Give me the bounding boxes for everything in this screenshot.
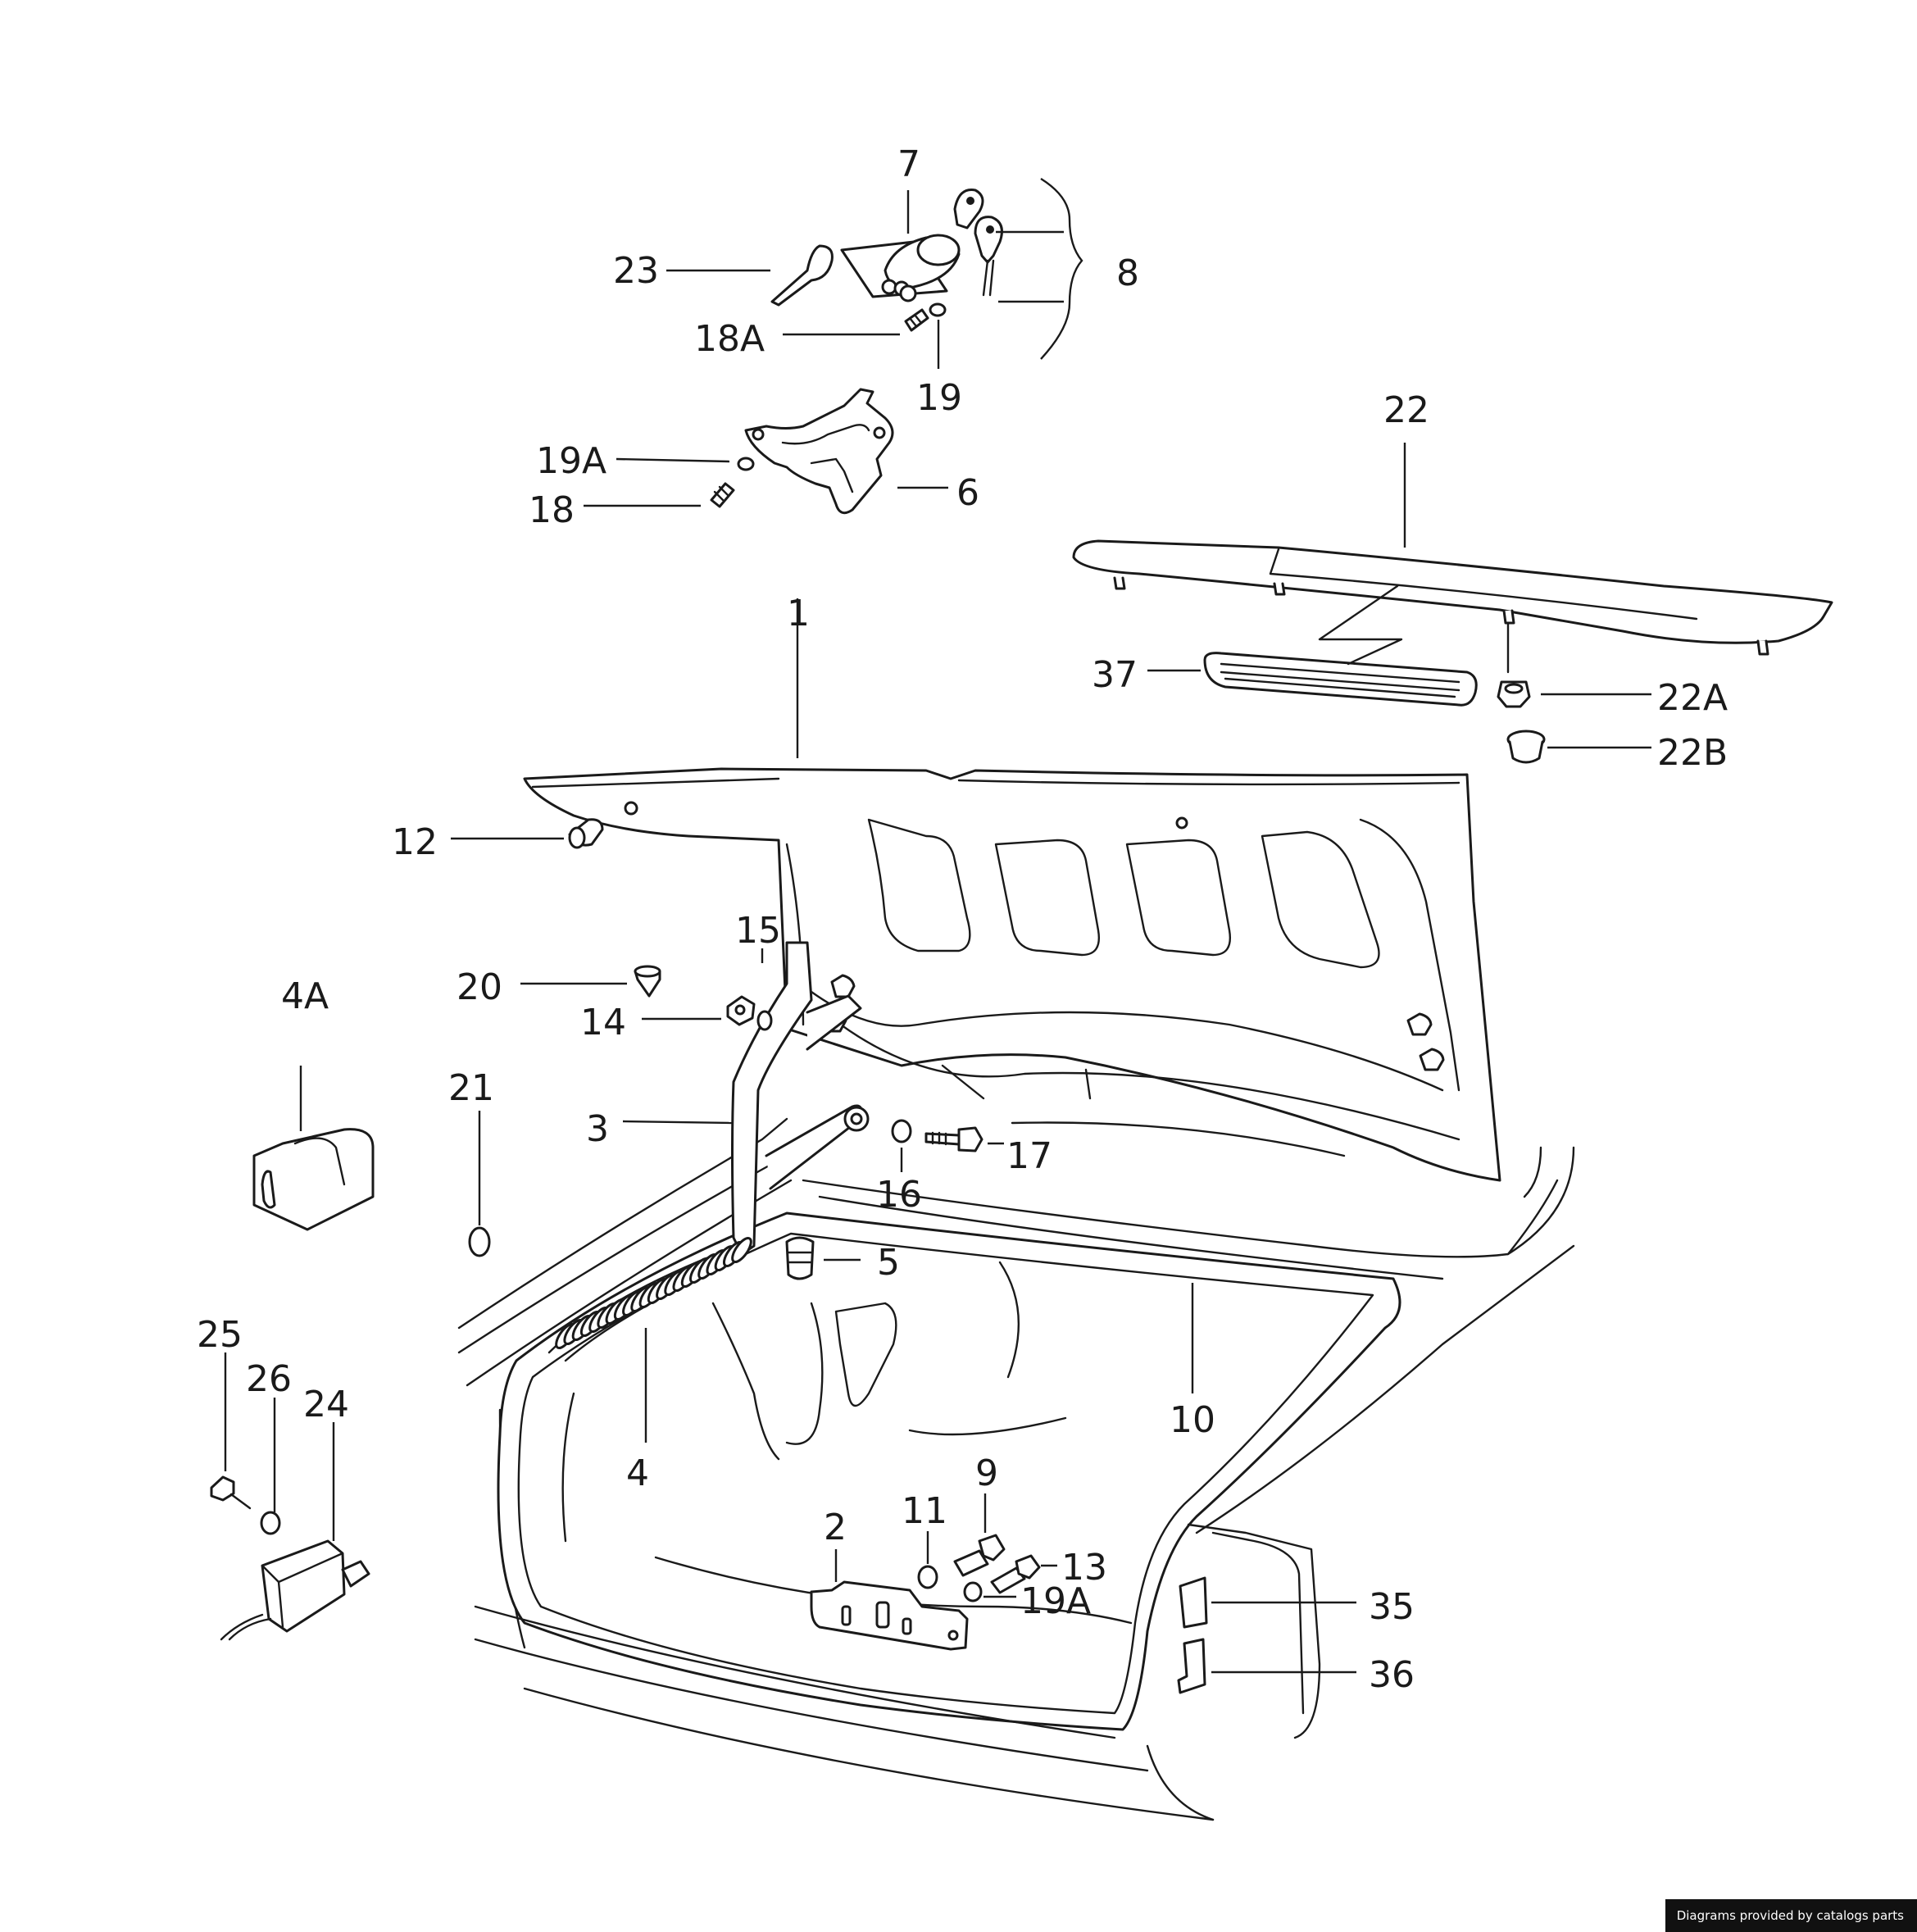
callout-23: 23 bbox=[613, 250, 659, 292]
washer-16 bbox=[891, 1119, 912, 1143]
buffer-5 bbox=[785, 1236, 815, 1280]
callout-4: 4 bbox=[626, 1452, 649, 1494]
callout-26: 26 bbox=[246, 1358, 292, 1400]
callout-2: 2 bbox=[824, 1507, 847, 1548]
callout-37: 37 bbox=[1092, 654, 1138, 696]
lock-cylinder-assembly bbox=[840, 234, 961, 302]
callout-21: 21 bbox=[448, 1067, 494, 1109]
callout-3: 3 bbox=[586, 1108, 609, 1150]
lock-cover-23 bbox=[770, 244, 834, 307]
diagram-credit: Diagrams provided by catalogs parts bbox=[1665, 1899, 1917, 1932]
callout-7: 7 bbox=[897, 143, 920, 185]
callout-19A-top: 19A bbox=[536, 440, 606, 482]
callout-6: 6 bbox=[956, 472, 979, 514]
bolt-18A bbox=[904, 308, 929, 332]
callout-18A: 18A bbox=[694, 318, 765, 360]
callout-15: 15 bbox=[735, 910, 781, 952]
spring-coil bbox=[731, 1237, 752, 1263]
buffer-12 bbox=[568, 818, 604, 849]
callout-16: 16 bbox=[876, 1174, 922, 1216]
trunk-lid-1 bbox=[523, 767, 1501, 1182]
washer-26 bbox=[260, 1511, 281, 1535]
washer-19 bbox=[929, 302, 947, 317]
rear-spoiler-22 bbox=[1072, 539, 1833, 656]
buffer-4A bbox=[252, 1128, 375, 1231]
callout-labels: 7 8 23 18A 19 22 19A 6 18 1 37 22A 22B 1… bbox=[197, 143, 1728, 1696]
callout-35: 35 bbox=[1369, 1586, 1415, 1628]
callout-5: 5 bbox=[877, 1242, 900, 1284]
callout-8: 8 bbox=[1116, 252, 1139, 294]
callout-19: 19 bbox=[916, 377, 962, 419]
key-set bbox=[953, 188, 1003, 297]
callout-24: 24 bbox=[303, 1384, 349, 1425]
callout-12: 12 bbox=[392, 821, 438, 863]
bracket-35 bbox=[1179, 1576, 1208, 1629]
lock-striker-2 bbox=[810, 1580, 969, 1651]
bolt-17 bbox=[924, 1126, 983, 1152]
hinge-arm-3 bbox=[731, 941, 870, 1256]
callout-4A: 4A bbox=[281, 975, 329, 1017]
callout-22B: 22B bbox=[1657, 732, 1728, 774]
plug-21 bbox=[468, 1226, 491, 1257]
washer-15 bbox=[756, 1010, 773, 1031]
washer-19A-bottom bbox=[963, 1581, 983, 1602]
callout-17: 17 bbox=[1006, 1135, 1052, 1177]
callout-10: 10 bbox=[1170, 1399, 1215, 1441]
callout-9: 9 bbox=[975, 1452, 998, 1494]
leader-lines bbox=[224, 177, 1651, 1674]
callout-18: 18 bbox=[529, 489, 575, 531]
lock-latch-6 bbox=[744, 388, 894, 515]
nut-22A bbox=[1497, 680, 1531, 708]
callout-13: 13 bbox=[1061, 1547, 1107, 1589]
callout-1: 1 bbox=[787, 593, 810, 634]
brake-light-37 bbox=[1203, 652, 1478, 707]
grommet-22B bbox=[1506, 730, 1546, 764]
bolt-25 bbox=[210, 1475, 252, 1510]
torsion-spring-4 bbox=[547, 1237, 752, 1362]
callout-19A-bottom: 19A bbox=[1020, 1580, 1091, 1622]
washer-11 bbox=[917, 1565, 938, 1589]
callout-22A: 22A bbox=[1657, 677, 1728, 719]
spoiler-link-line bbox=[1318, 584, 1510, 674]
nut-14 bbox=[726, 995, 756, 1026]
bolt-18 bbox=[710, 482, 735, 508]
stop-buffer-20 bbox=[634, 965, 661, 998]
washer-19A-top bbox=[737, 457, 755, 471]
callout-11: 11 bbox=[902, 1490, 947, 1532]
callout-36: 36 bbox=[1369, 1654, 1415, 1696]
car-body bbox=[457, 1117, 1575, 1821]
callout-20: 20 bbox=[457, 966, 502, 1008]
bolt-9 bbox=[953, 1534, 1006, 1577]
callout-25: 25 bbox=[197, 1314, 243, 1356]
bolt-13 bbox=[990, 1554, 1041, 1594]
callout-22: 22 bbox=[1383, 389, 1429, 431]
actuator-24 bbox=[220, 1539, 370, 1641]
callout-14: 14 bbox=[580, 1002, 626, 1043]
bracket-36 bbox=[1177, 1638, 1206, 1694]
